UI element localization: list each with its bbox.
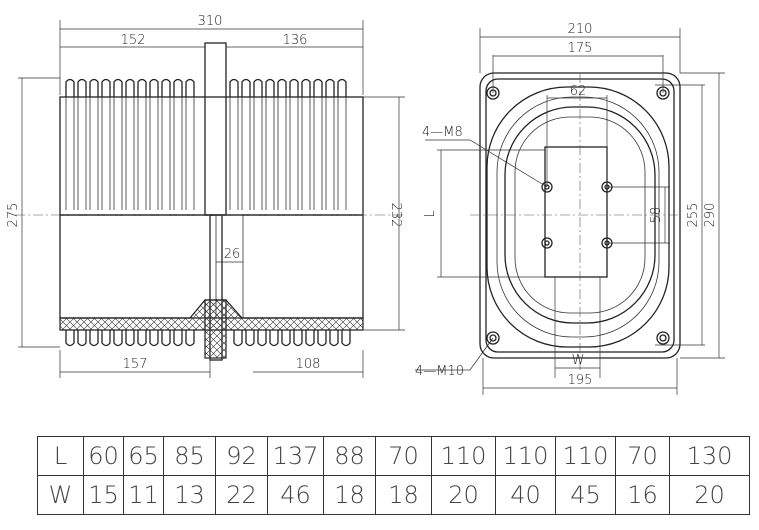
table-cell: 110 [495, 436, 556, 476]
table-cell: 16 [615, 475, 670, 515]
dim-157-label: 157 [123, 357, 148, 372]
dim-232-line [363, 96, 405, 331]
table-cell: 137 [267, 436, 324, 476]
table-cell: 13 [163, 475, 216, 515]
dim-210-line [479, 28, 681, 73]
dim-275-label: 275 [6, 203, 21, 228]
dim-195-label: 195 [568, 373, 593, 388]
dim-255-line [655, 84, 705, 346]
dim-175-line [492, 55, 664, 93]
table-cell: 15 [83, 475, 124, 515]
table-cell: 65 [123, 436, 164, 476]
table-cell: 110 [555, 436, 616, 476]
table-cell: 40 [495, 475, 556, 515]
mount-leader [415, 337, 494, 371]
insulator-outer [486, 86, 670, 348]
rib-lines [65, 97, 347, 210]
table-cell: 18 [375, 475, 432, 515]
table-cell: 85 [163, 436, 216, 476]
dim-152-label: 152 [121, 33, 146, 48]
dim-62-line [546, 95, 608, 187]
table-cell: 70 [375, 436, 432, 476]
lower-ribs [65, 330, 351, 347]
table-cell: 20 [431, 475, 496, 515]
dim-62-label: 62 [570, 84, 587, 99]
upper-ribs [65, 78, 347, 97]
stud-leader [425, 139, 548, 188]
center-bar [204, 42, 227, 216]
dim-58-line [607, 186, 670, 244]
table-cell: 110 [431, 436, 496, 476]
technical-drawing: 310 152 136 275 232 26 157 108 [6, 14, 725, 395]
dim-255-label: 255 [686, 203, 701, 228]
plan-centerlines [470, 73, 680, 370]
mount-hole [486, 86, 670, 345]
dim-108-label: 108 [296, 357, 321, 372]
table-row-W: W 15 11 13 22 46 18 18 20 40 45 16 20 [37, 475, 750, 515]
table-cell: 130 [669, 436, 750, 476]
dim-232-label: 232 [388, 203, 403, 228]
dim-290-line [680, 72, 725, 359]
row-header: W [37, 475, 84, 515]
table-cell: 11 [123, 475, 164, 515]
table-cell: 70 [615, 436, 670, 476]
table-cell: 18 [323, 475, 376, 515]
stud-block [544, 146, 608, 278]
table-cell: 92 [215, 436, 268, 476]
dim-W-line [554, 277, 601, 378]
dim-290-label: 290 [703, 203, 718, 228]
dim-26-label: 26 [224, 247, 241, 262]
table-cell: 88 [323, 436, 376, 476]
core-hatch [204, 299, 227, 359]
table-row-L: L 60 65 85 92 137 88 70 110 110 110 70 1… [37, 436, 750, 476]
dim-210-label: 210 [568, 22, 593, 37]
row-header: L [37, 436, 84, 476]
table-cell: 60 [83, 436, 124, 476]
side-view: 310 152 136 275 232 26 157 108 [6, 14, 405, 378]
spec-table: L 60 65 85 92 137 88 70 110 110 110 70 1… [37, 436, 750, 515]
dim-175-label: 175 [568, 41, 593, 56]
table-cell: 46 [267, 475, 324, 515]
upper-body [59, 96, 364, 216]
dim-275-line [18, 77, 60, 348]
dim-310-label: 310 [198, 14, 223, 29]
dim-195-line [482, 358, 678, 395]
table-cell: 20 [669, 475, 750, 515]
dim-L-line [437, 149, 545, 278]
dim-136-label: 136 [283, 33, 308, 48]
plan-view: 210 175 62 4—M8 L 58 255 290 W 4—M10 195 [415, 22, 725, 395]
dim-L-label: L [423, 210, 438, 217]
table-cell: 22 [215, 475, 268, 515]
table-cell: 45 [555, 475, 616, 515]
mount-callout: 4—M10 [415, 364, 464, 379]
dim-bottom-lines [59, 350, 364, 378]
insulator-ring [496, 96, 660, 338]
dim-310-line [59, 20, 364, 95]
stud-callout: 4—M8 [422, 125, 463, 140]
dim-58-label: 58 [649, 207, 664, 224]
dim-W-label: W [572, 353, 585, 368]
